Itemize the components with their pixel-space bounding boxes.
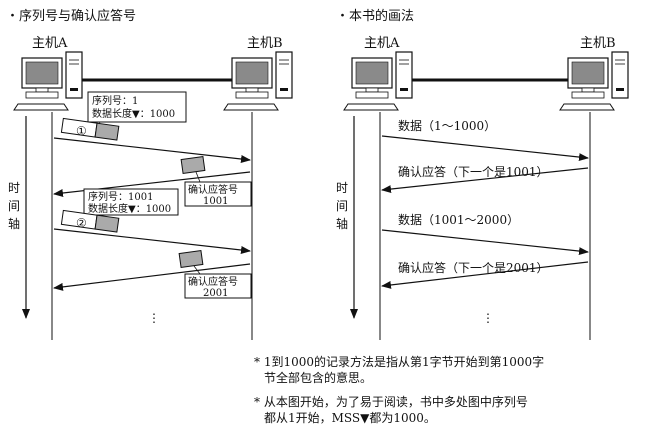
left-ellipsis: ⋮	[148, 311, 160, 325]
message-2-arrow	[381, 167, 589, 194]
packet-2-segment	[60, 209, 120, 233]
packet-1-seq: 序列号：1	[92, 94, 138, 107]
ack-2-title: 确认应答号	[188, 275, 238, 288]
right-time-axis-char-1: 时	[336, 181, 348, 195]
packet-2-info-box	[83, 188, 179, 216]
right-heading: ・本书的画法	[336, 8, 414, 24]
left-time-axis-char-3: 轴	[8, 216, 20, 231]
ack-2-arrow	[53, 263, 251, 291]
host-a-computer-icon	[13, 51, 83, 111]
packet-1-info-box	[87, 91, 187, 123]
note-2: * 从本图开始，为了易于阅读，书中多处图中序列号 都从1开始，MSS▼都为100…	[254, 394, 528, 426]
packet-1-segment	[60, 117, 120, 141]
message-2-label: 确认应答（下一个是1001）	[398, 164, 549, 179]
right-time-axis-char-3: 轴	[336, 216, 348, 231]
ack-2-value: 2001	[203, 288, 228, 299]
right-host-b-label: 主机B	[580, 36, 616, 51]
ack-1-title: 确认应答号	[188, 183, 238, 196]
message-3-arrow	[381, 229, 589, 256]
ack-2-box	[184, 273, 252, 299]
note-2-bullet: *	[254, 395, 260, 409]
packet-2-arrow	[53, 228, 251, 254]
ack-2-segment	[178, 249, 204, 269]
right-host-a-computer-icon	[343, 51, 413, 111]
message-3-label: 数据（1001～2000）	[398, 212, 519, 227]
left-heading: ・序列号与确认应答号	[6, 8, 136, 24]
note-1-line-2: 节全部包含的意思。	[264, 371, 373, 385]
left-host-b-label: 主机B	[247, 36, 283, 51]
note-1-line-1: 1到1000的记录方法是指从第1字节开始到第1000字	[263, 355, 545, 369]
packet-2-seq: 序列号：1001	[88, 190, 153, 203]
ack-1-segment	[180, 155, 206, 175]
right-host-b-computer-icon	[559, 51, 629, 111]
note-1: * 1到1000的记录方法是指从第1字节开始到第1000字 节全部包含的意思。	[254, 354, 544, 386]
packet-2-number: ②	[76, 216, 87, 230]
right-ellipsis: ⋮	[482, 311, 494, 325]
packet-2-length: 数据长度▼：1000	[88, 202, 171, 215]
message-4-arrow	[381, 261, 589, 289]
ack-1-value: 1001	[203, 196, 228, 207]
note-2-line-1: 从本图开始，为了易于阅读，书中多处图中序列号	[263, 395, 528, 409]
right-time-axis-char-2: 间	[336, 199, 348, 213]
message-4-label: 确认应答（下一个是2001）	[398, 260, 549, 275]
note-1-bullet: *	[254, 355, 260, 369]
left-time-axis-char-1: 时	[8, 181, 20, 195]
message-1-arrow	[381, 135, 589, 162]
packet-1-number: ①	[76, 124, 87, 138]
left-time-axis-char-2: 间	[8, 199, 20, 213]
packet-1-arrow	[53, 137, 251, 163]
right-host-a-label: 主机A	[364, 36, 400, 51]
host-b-computer-icon	[223, 51, 293, 111]
note-2-line-2: 都从1开始，MSS▼都为1000。	[264, 411, 436, 425]
message-1-label: 数据（1～1000）	[398, 118, 496, 133]
ack-1-box	[184, 181, 252, 207]
packet-1-length: 数据长度▼：1000	[92, 107, 175, 120]
left-host-a-label: 主机A	[32, 36, 68, 51]
